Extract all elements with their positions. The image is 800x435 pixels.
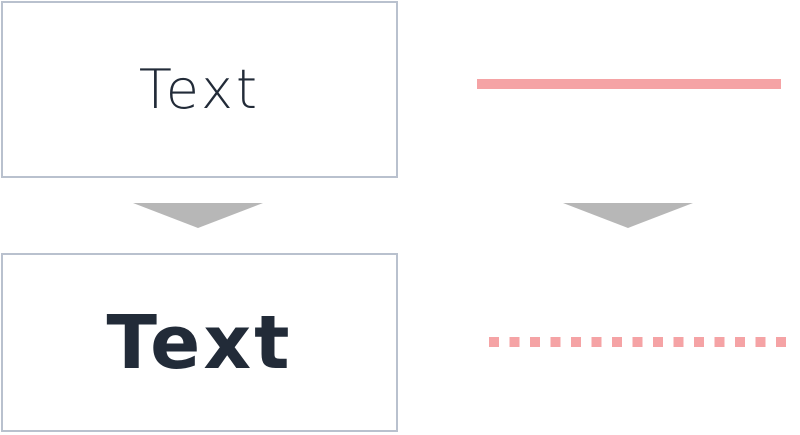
before-text-box: Text xyxy=(1,1,398,178)
right-down-arrow-icon xyxy=(563,203,693,228)
before-text-label: Text xyxy=(138,58,261,121)
after-text-label: Text xyxy=(106,299,293,386)
left-down-arrow-icon xyxy=(133,203,263,228)
after-text-box: Text xyxy=(1,253,398,432)
